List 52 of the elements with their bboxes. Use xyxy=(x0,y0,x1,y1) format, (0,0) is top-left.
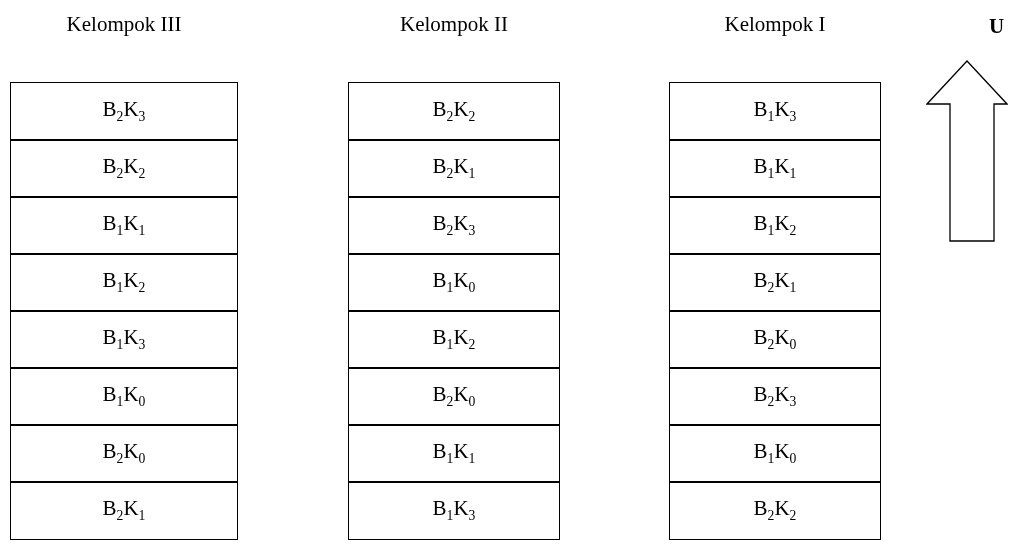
plot-cell xyxy=(669,196,881,255)
plot-cell xyxy=(10,253,238,312)
plot-cell xyxy=(669,82,881,141)
treatment-code: B$_{2}$K$_{3}$ xyxy=(102,97,146,126)
plot-cell xyxy=(669,481,881,540)
treatment-code: B$_{2}$K$_{2}$ xyxy=(432,97,476,126)
treatment-code: B$_{1}$K$_{0}$ xyxy=(102,382,146,411)
treatment-code: B$_{2}$K$_{1}$ xyxy=(102,496,146,525)
treatment-code: B$_{2}$K$_{0}$ xyxy=(432,382,476,411)
treatment-code: B$_{1}$K$_{1}$ xyxy=(432,439,476,468)
plot-cell xyxy=(669,367,881,426)
treatment-code: B$_{2}$K$_{1}$ xyxy=(753,268,797,297)
plot-cell xyxy=(348,253,560,312)
treatment-code: B$_{2}$K$_{2}$ xyxy=(102,154,146,183)
treatment-code: B$_{1}$K$_{2}$ xyxy=(102,268,146,297)
north-label: U xyxy=(989,13,1005,40)
plot-cell xyxy=(10,310,238,369)
plot-cell xyxy=(348,310,560,369)
treatment-code: B$_{2}$K$_{0}$ xyxy=(102,439,146,468)
plot-cell xyxy=(10,424,238,483)
treatment-code: B$_{1}$K$_{0}$ xyxy=(753,439,797,468)
plot-cell xyxy=(10,481,238,540)
plot-cell xyxy=(10,82,238,141)
treatment-code: B$_{1}$K$_{2}$ xyxy=(432,325,476,354)
treatment-code: B$_{2}$K$_{0}$ xyxy=(753,325,797,354)
group-heading: Kelompok II xyxy=(400,11,508,38)
treatment-code: B$_{1}$K$_{1}$ xyxy=(102,211,146,240)
plot-cell xyxy=(348,139,560,198)
plot-cell xyxy=(669,253,881,312)
treatment-code: B$_{2}$K$_{2}$ xyxy=(753,496,797,525)
plot-cell xyxy=(348,196,560,255)
plot-cell xyxy=(348,424,560,483)
plot-cell xyxy=(348,367,560,426)
plot-cell xyxy=(10,139,238,198)
plot-cell xyxy=(10,196,238,255)
treatment-code: B$_{1}$K$_{1}$ xyxy=(753,154,797,183)
treatment-code: B$_{1}$K$_{3}$ xyxy=(102,325,146,354)
treatment-code: B$_{1}$K$_{3}$ xyxy=(432,496,476,525)
treatment-code: B$_{2}$K$_{3}$ xyxy=(753,382,797,411)
plot-cell xyxy=(669,424,881,483)
treatment-code: B$_{1}$K$_{2}$ xyxy=(753,211,797,240)
plot-cell xyxy=(348,82,560,141)
treatment-code: B$_{1}$K$_{0}$ xyxy=(432,268,476,297)
treatment-code: B$_{1}$K$_{3}$ xyxy=(753,97,797,126)
plot-cell xyxy=(348,481,560,540)
group-heading: Kelompok I xyxy=(724,11,826,38)
treatment-code: B$_{2}$K$_{3}$ xyxy=(432,211,476,240)
plot-cell xyxy=(669,139,881,198)
treatment-code: B$_{2}$K$_{1}$ xyxy=(432,154,476,183)
plot-cell xyxy=(669,310,881,369)
group-heading: Kelompok III xyxy=(66,11,182,38)
plot-cell xyxy=(10,367,238,426)
